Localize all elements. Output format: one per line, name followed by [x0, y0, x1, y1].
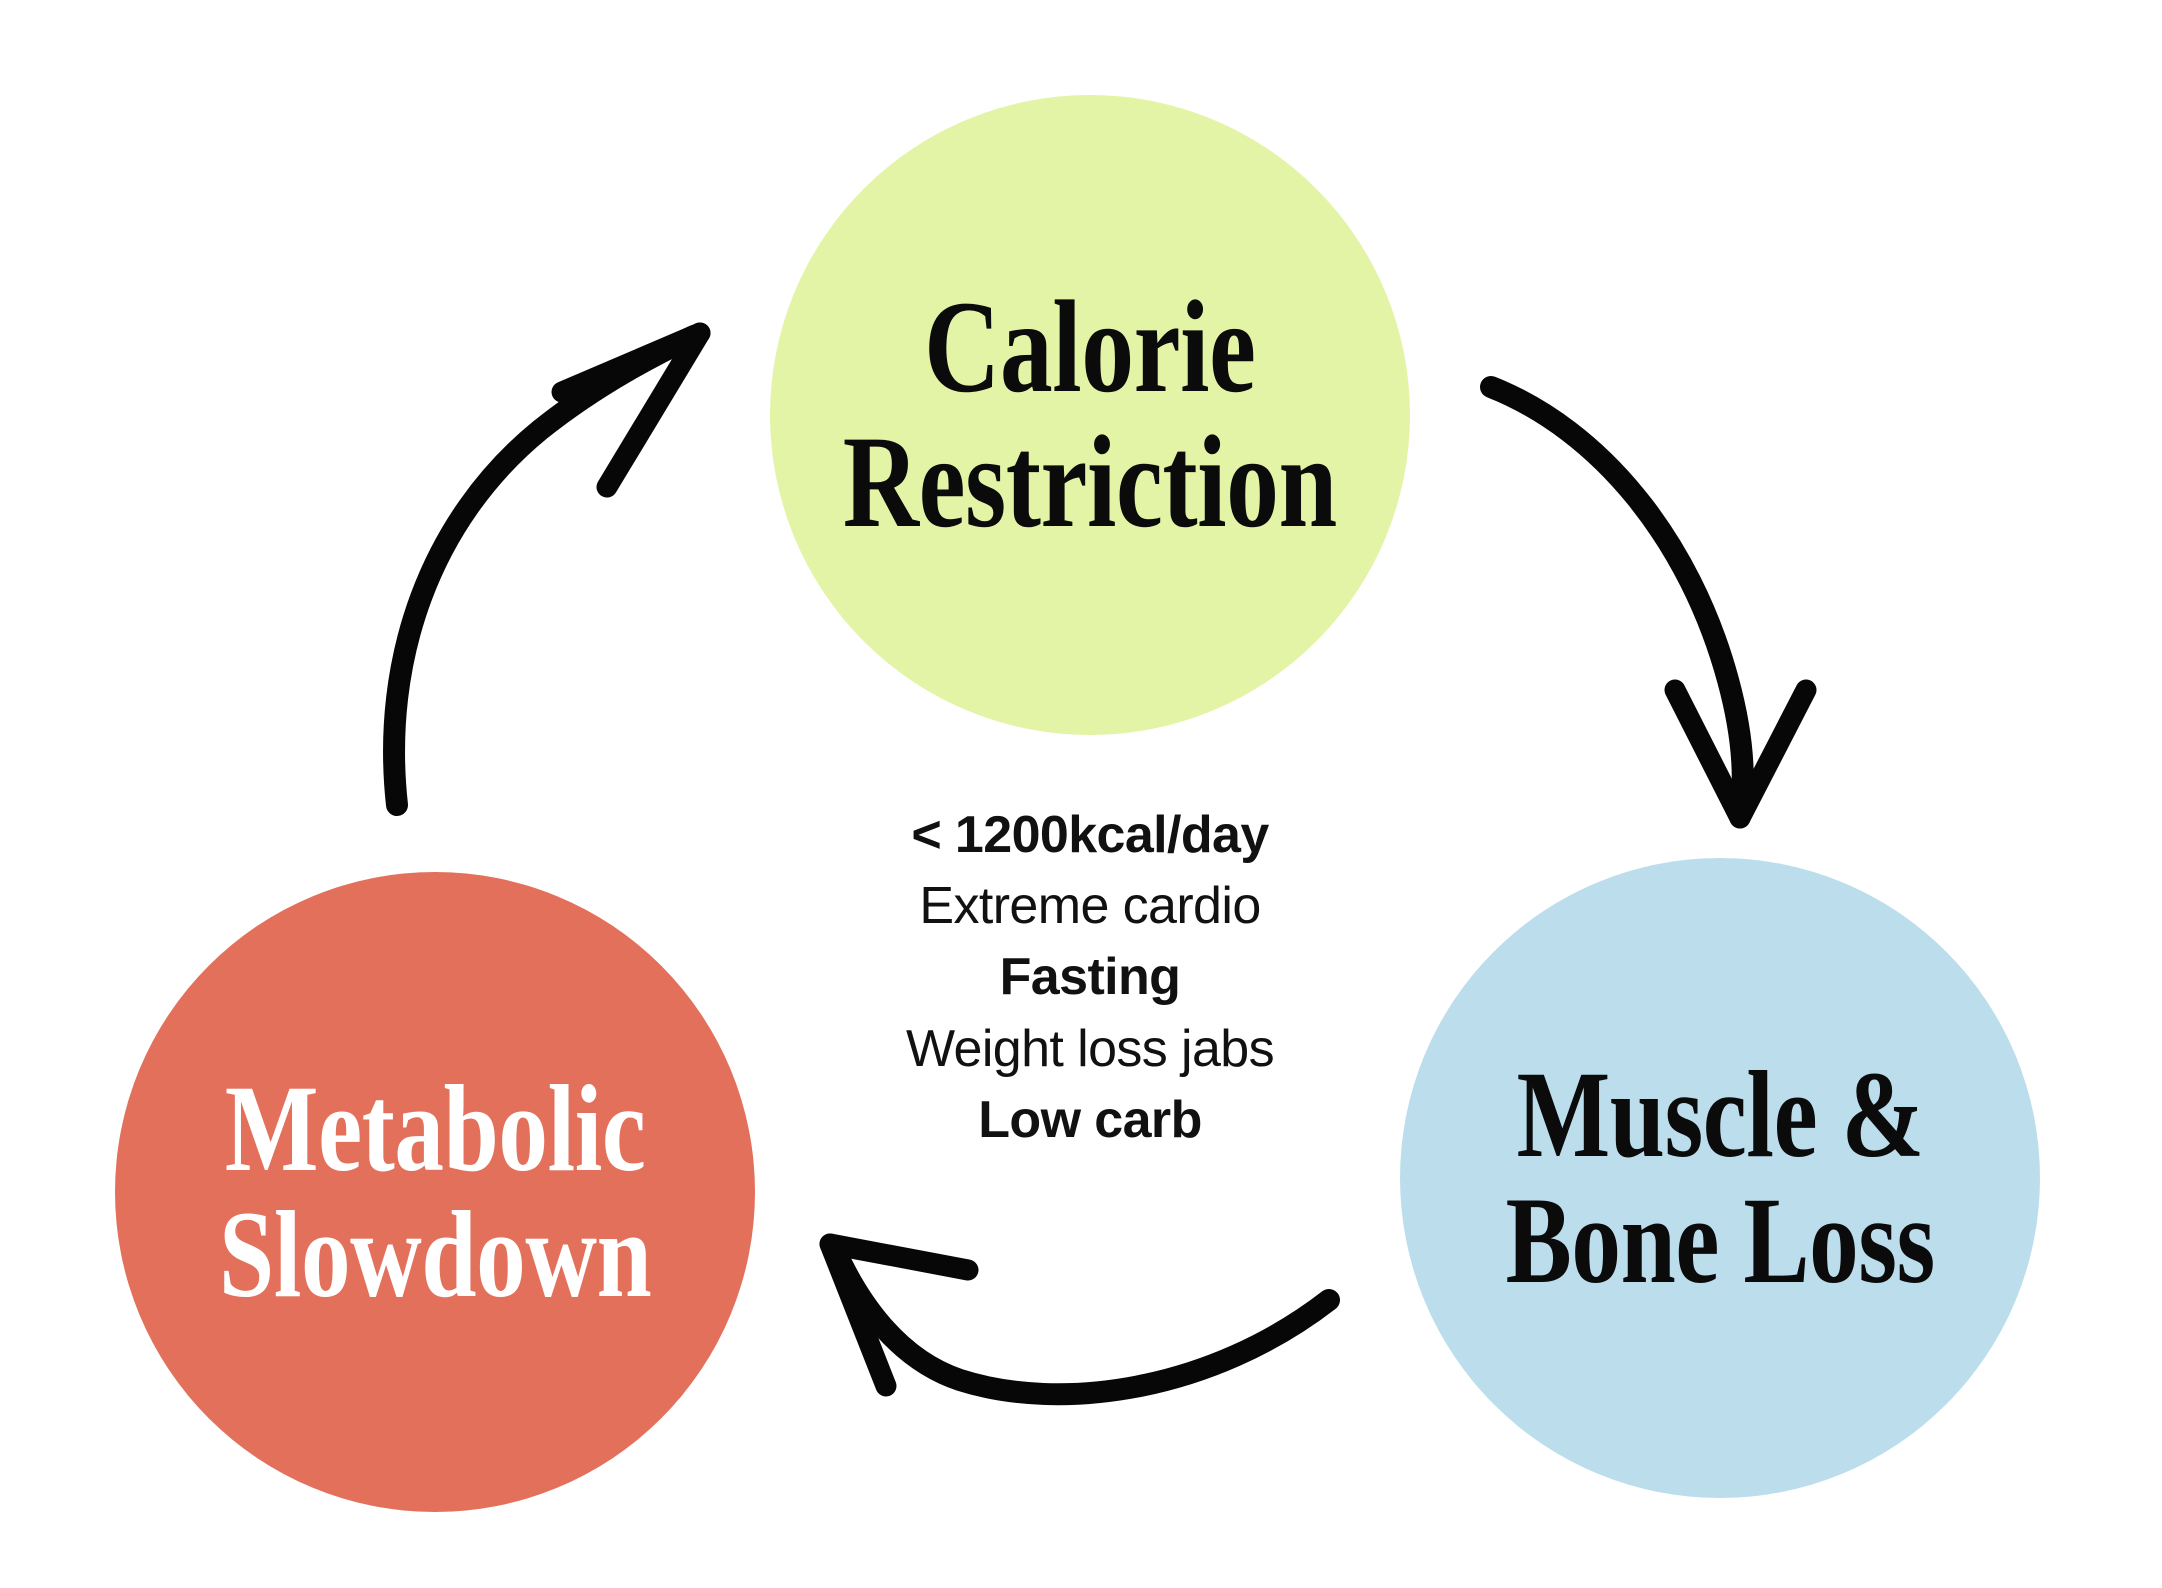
list-item: Low carb: [978, 1090, 1202, 1149]
list-item: Fasting: [999, 948, 1181, 1007]
node-metabolic-slowdown[interactable]: Metabolic Slowdown: [115, 872, 755, 1512]
list-item: Weight loss jabs: [905, 1019, 1275, 1078]
node-muscle-bone-loss-label: Muscle & Bone Loss: [1505, 1045, 1935, 1309]
list-item: Extreme cardio: [919, 877, 1261, 936]
node-calorie-restriction-label: Calorie Restriction: [842, 273, 1338, 555]
arrow-muscle-to-metabolic-icon: [819, 1233, 1340, 1406]
node-calorie-restriction[interactable]: Calorie Restriction: [770, 95, 1410, 735]
node-muscle-bone-loss[interactable]: Muscle & Bone Loss: [1400, 858, 2040, 1498]
list-item: < 1200kcal/day: [911, 806, 1269, 864]
arrow-metabolic-to-calorie-icon: [383, 322, 711, 816]
arrow-calorie-to-muscle-icon: [1480, 376, 1817, 829]
center-trigger-list: < 1200kcal/day Extreme cardio Fasting We…: [790, 800, 1390, 1156]
node-metabolic-slowdown-label: Metabolic Slowdown: [218, 1059, 652, 1323]
